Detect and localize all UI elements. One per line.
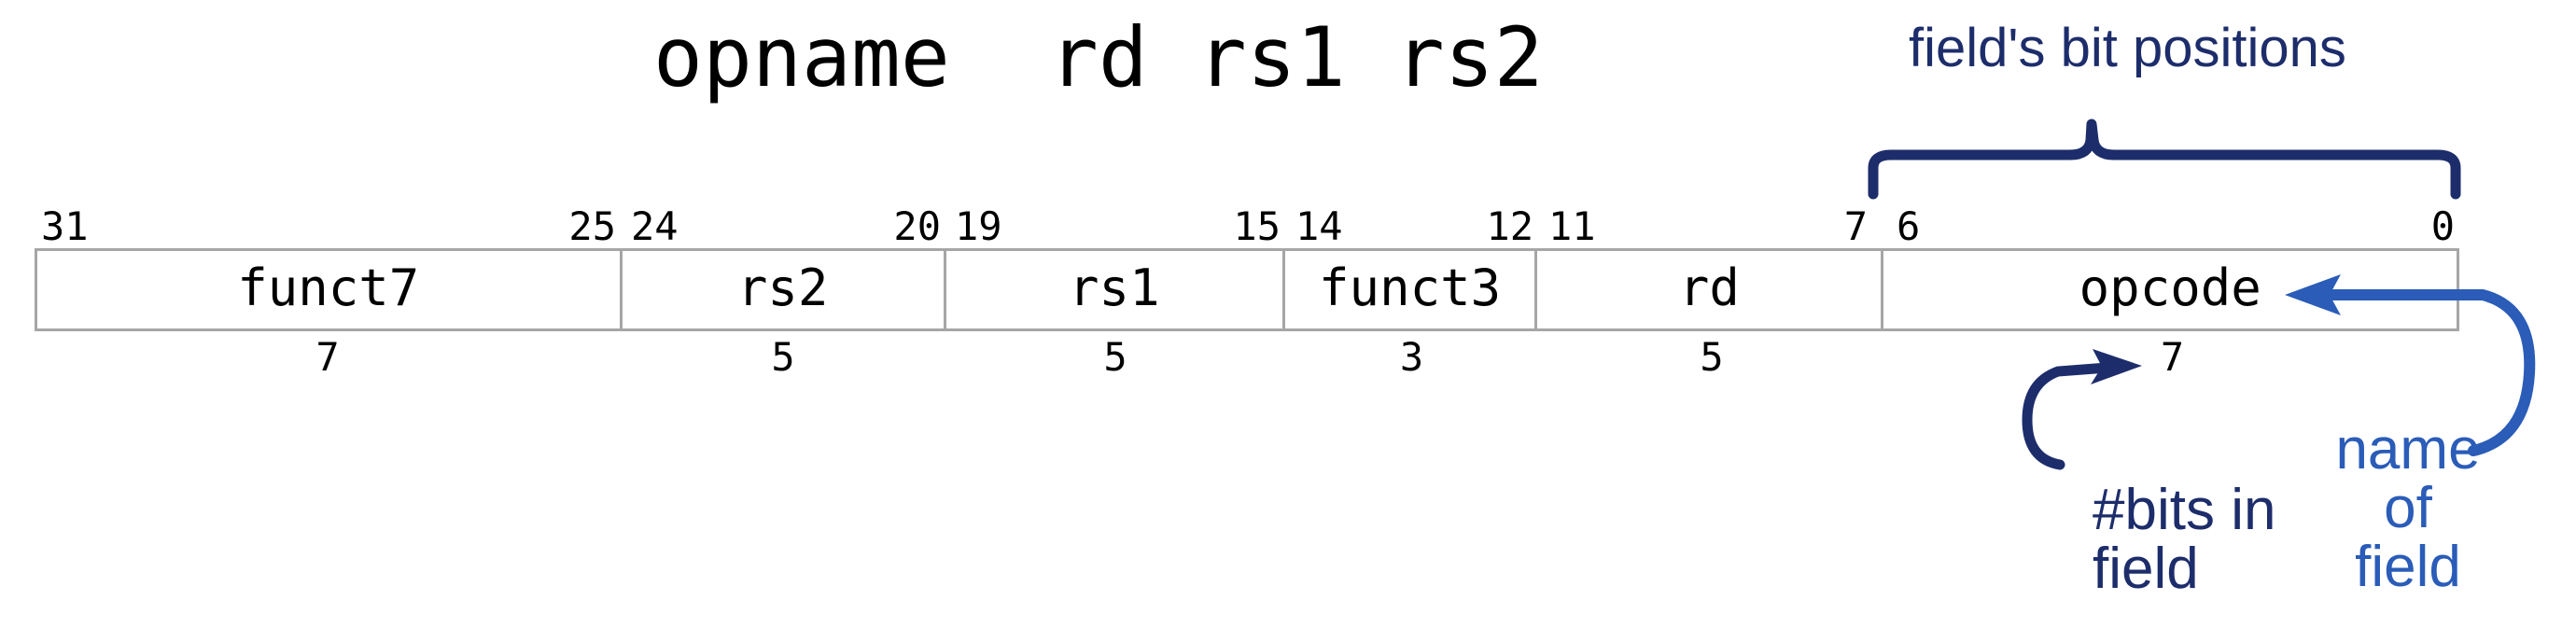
instruction-field-label: opcode xyxy=(2079,258,2261,317)
bit-position-label: 6 xyxy=(1897,203,1921,249)
bit-position-label: 0 xyxy=(2430,203,2455,249)
instruction-field-rs1: rs1 xyxy=(946,251,1285,328)
instruction-field-funct7: funct7 xyxy=(37,251,623,328)
bit-position-label: 25 xyxy=(568,203,616,249)
bit-position-label: 24 xyxy=(631,203,679,249)
assembly-instruction-title: opname rd rs1 rs2 xyxy=(653,9,1544,105)
field-bit-width-rs2: 5 xyxy=(771,334,795,380)
instruction-field-funct3: funct3 xyxy=(1285,251,1538,328)
field-bit-width-rs1: 5 xyxy=(1103,334,1127,380)
instruction-field-opcode: opcode xyxy=(1883,251,2457,328)
bit-position-label: 11 xyxy=(1548,203,1596,249)
field-bit-width-funct7: 7 xyxy=(315,334,340,380)
instruction-field-label: funct3 xyxy=(1319,258,1502,317)
bit-position-label: 15 xyxy=(1233,203,1281,249)
field-bit-width-rd: 5 xyxy=(1700,334,1724,380)
bit-position-label: 20 xyxy=(893,203,941,249)
curly-brace-icon xyxy=(1868,119,2461,200)
bit-position-label: 19 xyxy=(955,203,1002,249)
instruction-field-label: rs2 xyxy=(736,258,829,317)
field-bit-width-opcode: 7 xyxy=(2160,334,2185,380)
annotation-bits-in-field-label: #bits in field xyxy=(2093,478,2276,602)
bit-position-label: 12 xyxy=(1486,203,1533,249)
bit-position-label: 14 xyxy=(1295,203,1343,249)
bit-position-label: 31 xyxy=(41,203,89,249)
instruction-field-label: rd xyxy=(1678,258,1740,317)
instruction-field-table: funct7 rs2 rs1 funct3 rd opcode xyxy=(35,248,2459,331)
instruction-field-rd: rd xyxy=(1537,251,1884,328)
instruction-field-label: funct7 xyxy=(237,258,420,317)
annotation-name-of-field-label: name of field xyxy=(2335,417,2481,600)
instruction-field-label: rs1 xyxy=(1069,258,1160,317)
annotation-bit-positions-label: field's bit positions xyxy=(1909,18,2346,78)
bit-position-label: 7 xyxy=(1843,203,1868,249)
instruction-field-rs2: rs2 xyxy=(623,251,946,328)
field-bit-width-funct3: 3 xyxy=(1399,334,1424,380)
